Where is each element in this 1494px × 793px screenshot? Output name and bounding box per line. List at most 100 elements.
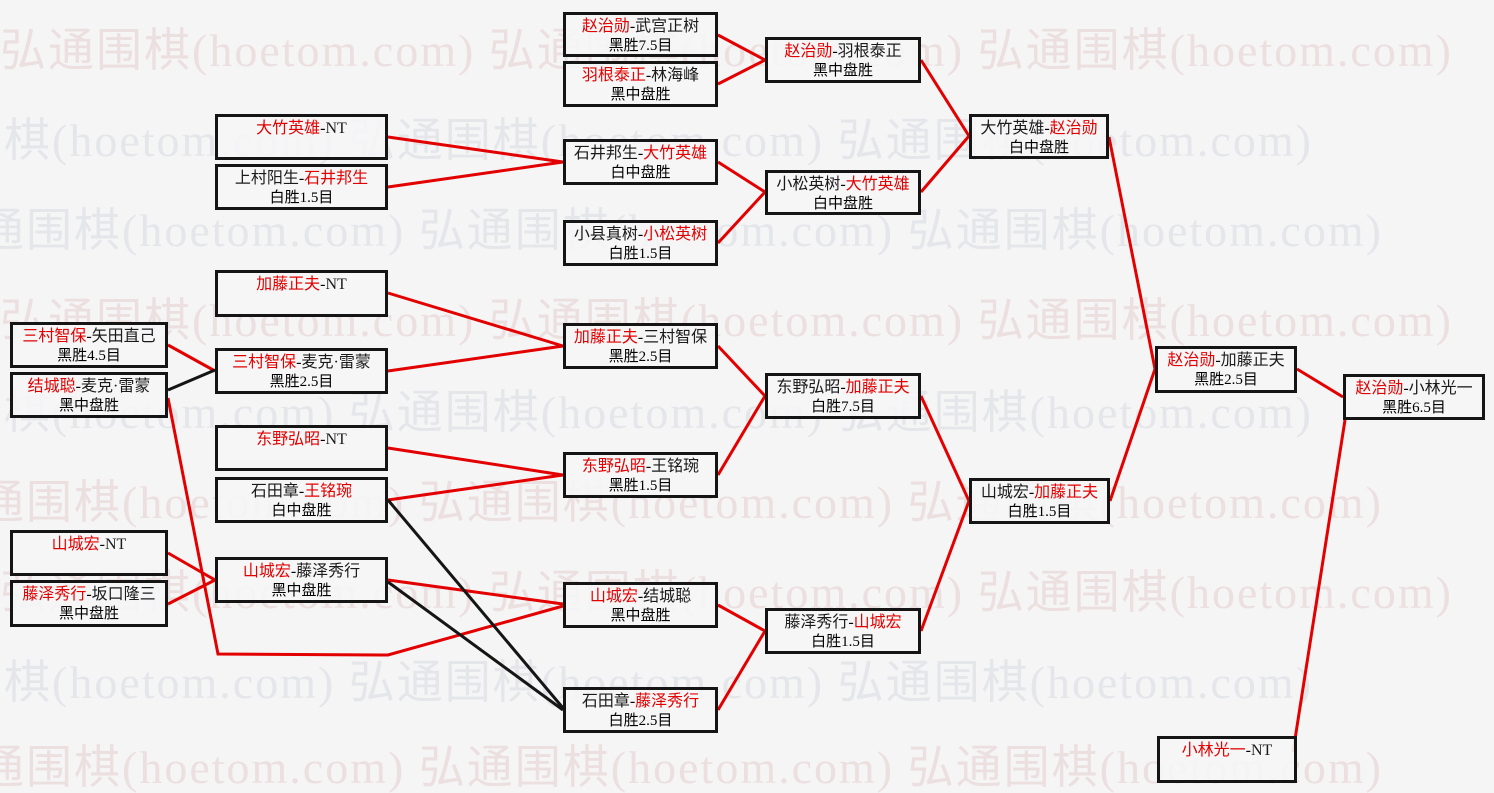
winner-advancement-line [1108,368,1157,502]
winner-advancement-line [919,395,971,502]
winner-advancement-line [1291,419,1347,753]
vs-dash: - [1044,120,1050,137]
match-box-b3: 加藤正夫-NT [215,270,388,317]
match-players: 东野弘昭-加藤正夫 [768,378,918,398]
match-players: 上村阳生-石井邦生 [218,169,385,189]
player1-name: 加藤正夫 [573,329,638,346]
match-result: 黑中盘胜 [610,608,671,624]
match-players: 山城宏-NT [13,535,165,555]
winner-advancement-line [387,578,564,606]
vs-dash: - [290,563,297,580]
match-box-c4: 小县真树-小松英树 白胜1.5目 [563,220,718,266]
player2-name: 坂口隆三 [91,586,156,603]
vs-dash: - [298,170,305,187]
player2-name: NT [1251,742,1273,759]
vs-dash: - [637,588,644,605]
match-box-e1: 大竹英雄-赵治勋 白中盘胜 [969,114,1109,159]
player1-name: 山城宏 [242,563,291,580]
player1-name: 山城宏 [980,484,1029,501]
player1-name: 赵治勋 [784,43,833,60]
player1-name: 赵治勋 [581,18,630,35]
vs-dash: - [320,431,326,448]
winner-advancement-line [717,33,766,62]
match-players: 石井邦生-大竹英雄 [566,144,715,164]
winner-advancement-line [387,473,564,502]
player2-name: NT [325,120,347,137]
player2-name: 王铭琬 [651,458,700,475]
match-result: 白胜7.5目 [811,399,875,415]
vs-dash: - [629,693,636,710]
match-result: 白中盘胜 [1008,140,1069,156]
winner-advancement-line [919,500,971,632]
match-result: 黑胜2.5目 [1194,372,1258,388]
player2-name: 武宫正树 [635,18,700,35]
match-box-c1: 赵治勋-武宫正树 黑胜7.5目 [563,12,718,57]
winner-advancement-line [717,160,766,194]
vs-dash: - [645,458,652,475]
player1-name: 石井邦生 [573,145,638,162]
vs-dash: - [840,379,846,396]
player1-name: 赵治勋 [1355,380,1404,397]
match-box-c8: 石田章-藤泽秀行 白胜2.5目 [563,687,718,733]
player2-name: NT [105,536,127,553]
match-players: 赵治勋-加藤正夫 [1158,351,1294,371]
player2-name: 麦克·雷蒙 [81,378,151,395]
match-players: 赵治勋-武宫正树 [566,17,715,37]
match-box-d2: 小松英树-大竹英雄 白中盘胜 [765,170,921,215]
player1-name: 石田章 [250,483,299,500]
match-players: 赵治勋-小林光一 [1346,379,1482,399]
match-players: 三村智保-麦克·雷蒙 [218,353,385,373]
match-result: 黑胜2.5目 [269,374,334,390]
match-box-c7: 山城宏-结城聪 黑中盘胜 [563,582,718,628]
match-players: 小松英树-大竹英雄 [768,175,918,195]
vs-dash: - [848,614,854,631]
winner-advancement-line [1107,136,1157,370]
player1-name: 结城聪 [27,378,76,395]
player1-name: 东野弘昭 [776,379,841,396]
vs-dash: - [296,354,302,371]
winner-advancement-line [167,343,216,373]
match-box-b5: 东野弘昭-NT [215,425,388,471]
match-players: 小县真树-小松英树 [566,225,715,245]
vs-dash: - [320,276,326,293]
vs-dash: - [86,586,92,603]
match-box-f1: 赵治勋-加藤正夫 黑胜2.5目 [1155,346,1297,393]
player2-name: 羽根泰正 [837,43,902,60]
player1-name: 小松英树 [776,176,841,193]
match-players: 小林光一-NT [1160,741,1294,761]
match-box-b4: 三村智保-麦克·雷蒙 黑胜2.5目 [215,348,388,394]
vs-dash: - [75,378,81,395]
vs-dash: - [840,176,846,193]
match-players: 石田章-藤泽秀行 [566,692,715,712]
player2-name: NT [325,276,347,293]
player1-name: 小林光一 [1181,742,1246,759]
match-players: 加藤正夫-三村智保 [566,328,715,348]
watermark-text: 弘通围棋(hoetom.com) 弘通围棋(hoetom.com) 弘通围棋(h… [0,742,1383,793]
match-players: 藤泽秀行-坂口隆三 [13,585,165,605]
match-result: 白胜2.5目 [608,713,673,729]
player2-name: 结城聪 [643,588,692,605]
player1-name: 小县真树 [573,226,638,243]
player2-name: 小林光一 [1408,380,1473,397]
player1-name: 加藤正夫 [256,276,321,293]
match-box-b2: 上村阳生-石井邦生 白胜1.5目 [215,164,388,210]
match-box-d4: 藤泽秀行-山城宏 白胜1.5目 [765,608,921,654]
player1-name: 山城宏 [589,588,638,605]
match-result: 白胜1.5目 [608,246,673,262]
match-box-a1: 三村智保-矢田直己 黑胜4.5目 [10,322,168,368]
winner-advancement-line [387,135,564,164]
match-box-c6: 东野弘昭-王铭琬 黑胜1.5目 [563,452,718,498]
match-result: 黑中盘胜 [610,87,671,103]
match-players: 山城宏-藤泽秀行 [218,562,385,582]
vs-dash: - [1403,380,1409,397]
match-result: 黑胜1.5目 [608,478,673,494]
match-box-a4: 藤泽秀行-坂口隆三 黑中盘胜 [10,580,168,627]
match-players: 结城聪-麦克·雷蒙 [13,377,165,397]
player2-name: 石井邦生 [304,170,369,187]
winner-advancement-line [387,291,564,348]
player2-name: 藤泽秀行 [296,563,361,580]
vs-dash: - [645,67,652,84]
match-result: 黑中盘胜 [812,63,873,79]
match-box-a3: 山城宏-NT [10,530,168,576]
match-result: 白胜1.5目 [269,190,334,206]
